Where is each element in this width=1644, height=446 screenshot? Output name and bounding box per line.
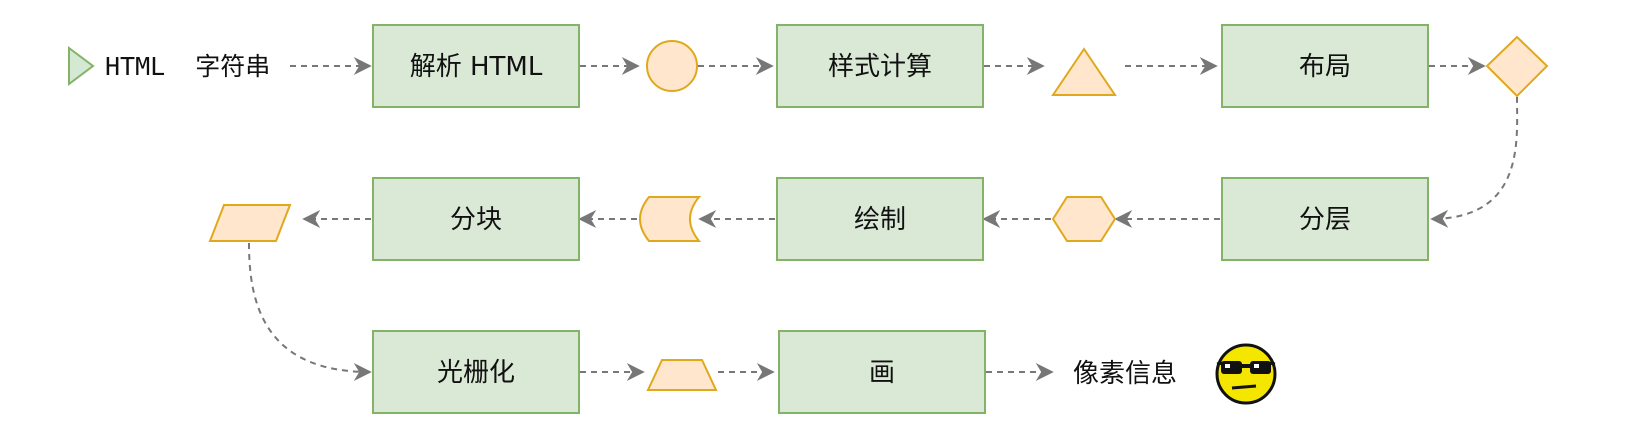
stage-parse-html: 解析 HTML: [372, 24, 580, 108]
start-node: HTML 字符串: [68, 46, 270, 86]
sunglasses-smiley-icon: [1215, 343, 1277, 405]
intermediate-trapezoid: [646, 359, 718, 391]
intermediate-diamond: [1485, 35, 1549, 98]
stage-paint: 绘制: [776, 177, 984, 261]
stage-layer-label: 分层: [1299, 205, 1351, 235]
stage-tile: 分块: [372, 177, 580, 261]
stage-draw-label: 画: [869, 358, 895, 388]
stage-raster-label: 光栅化: [437, 358, 515, 388]
edge-diamond-to-layer: [1430, 96, 1519, 228]
intermediate-storage-shape: [639, 196, 702, 242]
stage-style-calc: 样式计算: [776, 24, 984, 108]
stage-layout: 布局: [1221, 24, 1429, 108]
stage-layer: 分层: [1221, 177, 1429, 261]
stage-raster: 光栅化: [372, 330, 580, 414]
intermediate-parallelogram: [208, 204, 292, 242]
play-triangle-icon: [68, 46, 95, 86]
intermediate-hexagon: [1051, 196, 1117, 242]
output-label: 像素信息: [1073, 359, 1177, 389]
input-label: HTML 字符串: [105, 52, 270, 81]
stage-tile-label: 分块: [450, 205, 502, 235]
stage-style-calc-label: 样式计算: [828, 52, 932, 82]
stage-parse-html-label: 解析 HTML: [410, 52, 543, 82]
stage-draw: 画: [778, 330, 986, 414]
stage-layout-label: 布局: [1299, 52, 1351, 82]
edge-parallelogram-to-raster: [248, 242, 372, 381]
intermediate-triangle: [1051, 47, 1117, 96]
stage-paint-label: 绘制: [854, 205, 906, 235]
intermediate-circle: [646, 40, 698, 92]
